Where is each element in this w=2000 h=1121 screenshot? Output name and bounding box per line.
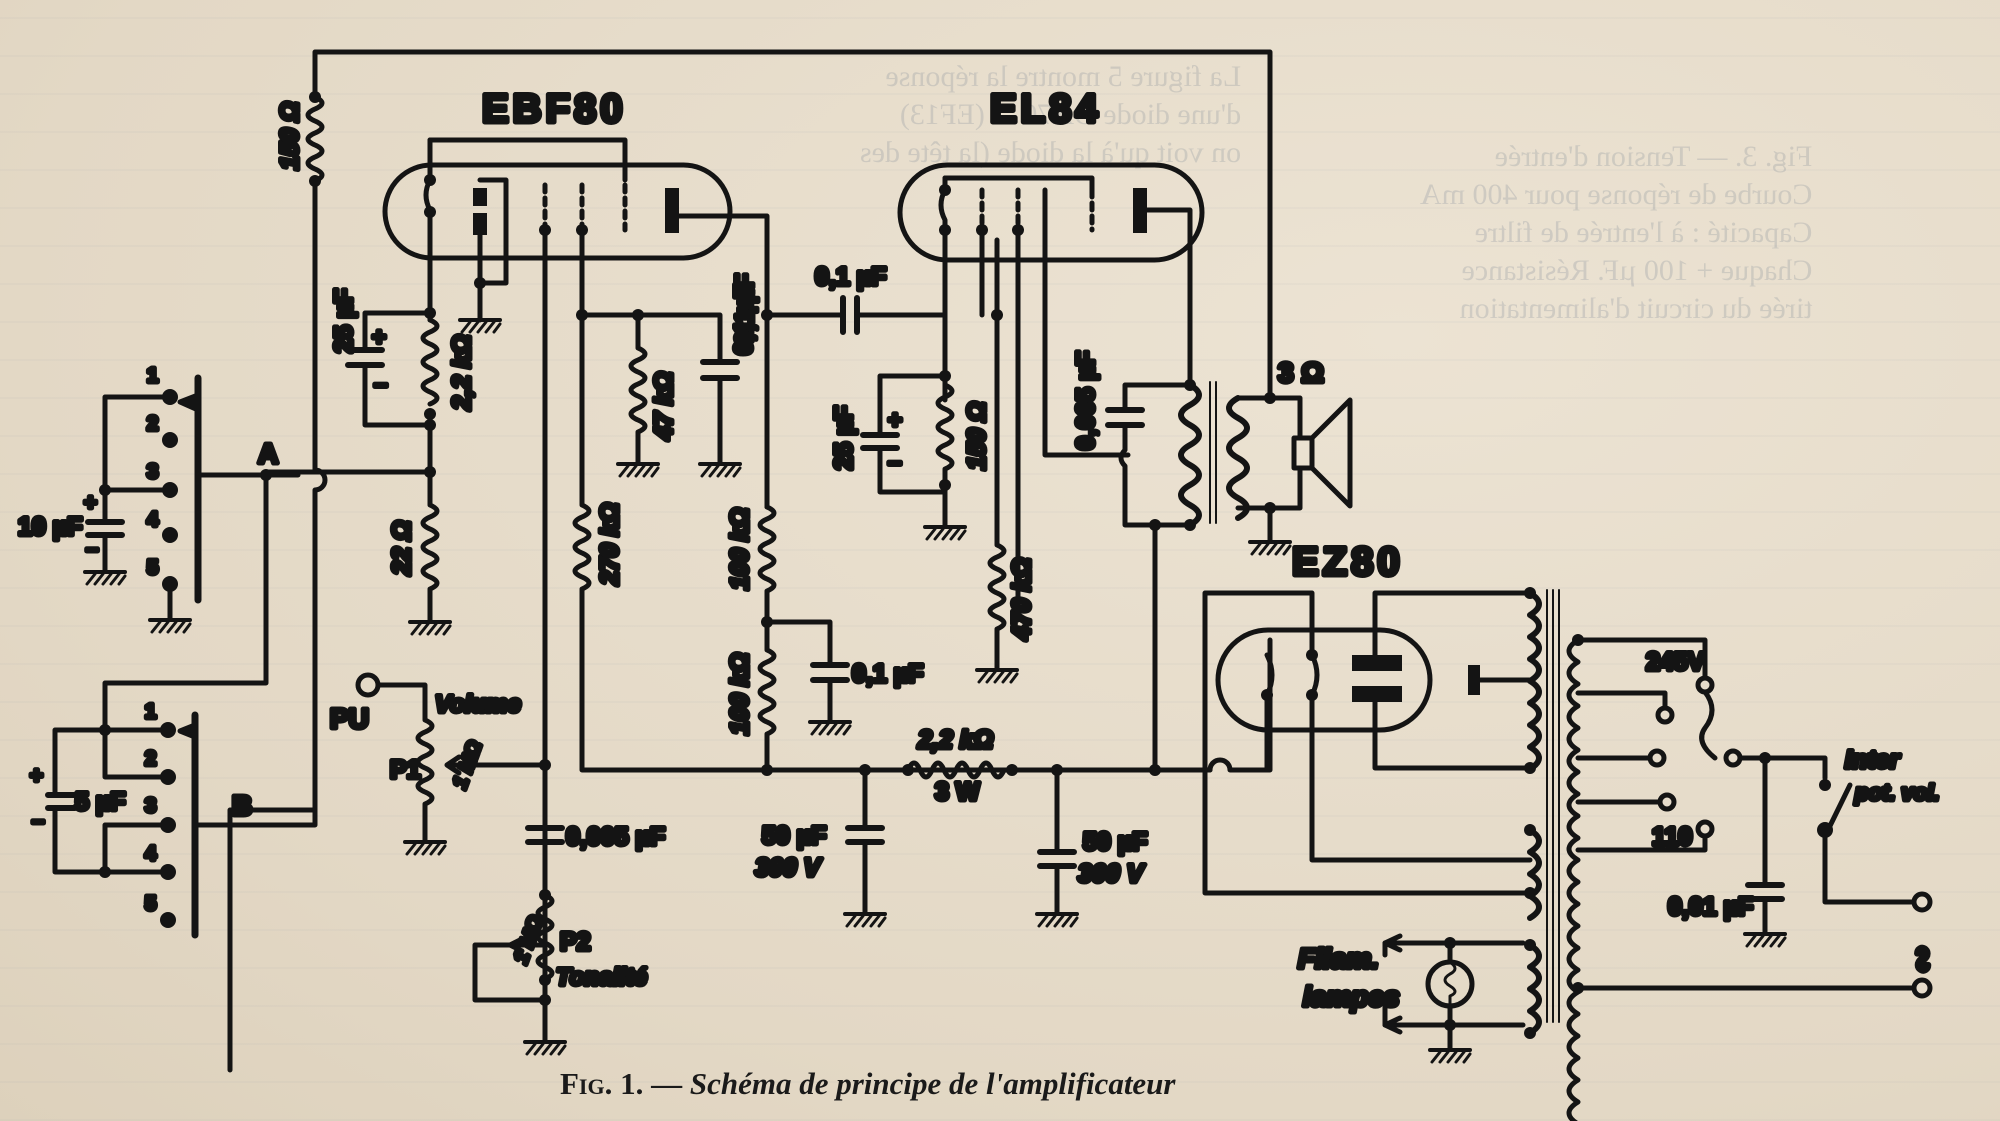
label-100k-lower: 100 kΩ	[726, 653, 754, 735]
cathode-network-ebf80	[263, 307, 450, 634]
label-470k: 470 kΩ	[1008, 558, 1036, 641]
label-300v-1: 300 V	[755, 854, 823, 882]
volume-control	[355, 672, 551, 854]
label-110: 110	[1652, 823, 1692, 851]
label-3w: 3 W	[935, 778, 980, 806]
tube-ez80	[1202, 590, 1533, 896]
switch-b-pos-4: 4	[145, 843, 157, 865]
ht-rail-top	[312, 49, 1273, 403]
label-switch-b: B	[232, 790, 252, 821]
loudspeaker-icon	[1291, 397, 1353, 509]
switch-b-pos-5: 5	[145, 893, 156, 915]
label-p1: P1	[390, 756, 421, 784]
label-10uf: 10 µF	[18, 513, 82, 541]
label-plus-el84: +	[888, 407, 902, 434]
label-25uf-ebf80: 25 µF	[330, 289, 358, 353]
switch-a-pos-1: 1	[147, 365, 158, 387]
tube-label-ebf80: EBF80	[482, 87, 627, 131]
grid-resistor-el84	[977, 237, 1017, 682]
label-0-01uf: 0,01 µF	[1668, 893, 1753, 921]
label-22-ohm: 22 Ω	[388, 521, 416, 576]
filament-winding	[1382, 933, 1526, 1062]
label-0-1uf-coupling: 0,1 µF	[815, 263, 886, 291]
label-0-1uf-decoupling: 0,1 µF	[852, 660, 923, 688]
label-tonalite: Tonalité	[556, 964, 647, 991]
label-0-1uf-plate: 0,1 µF	[731, 274, 759, 345]
label-150-ohm: 150 Ω	[276, 102, 304, 170]
screen-network-ebf80	[572, 309, 1213, 773]
label-0-005uf-output: 0,005 µF	[1072, 351, 1100, 450]
label-50uf-2: 50 µF	[1083, 828, 1147, 856]
mains-ac-icon: ∾	[1904, 945, 1942, 974]
tube-ebf80	[382, 137, 770, 1021]
label-pu: PU	[330, 703, 369, 734]
label-25uf-el84: 25 µF	[830, 406, 858, 470]
label-lampes: lampes	[1303, 981, 1400, 1012]
label-5uf: 5 µF	[75, 788, 126, 816]
label-minus-10uf: –	[86, 536, 98, 561]
label-2k2-filter: 2,2 kΩ	[917, 726, 993, 754]
switch-a-pos-5: 5	[147, 557, 158, 579]
power-transformer	[1524, 587, 1584, 1121]
figure-title: Schéma de principe de l'amplificateur	[689, 1066, 1176, 1101]
label-150-ohm-el84: 150 Ω	[963, 402, 991, 470]
label-2k2-ebf80: 2,2 kΩ	[448, 335, 476, 411]
label-volume: Volume	[435, 691, 521, 718]
label-minus-el84: –	[888, 449, 901, 476]
plate-circuit-ebf80	[757, 295, 948, 776]
output-transformer	[1042, 187, 1303, 773]
tube-el84	[897, 162, 1205, 623]
label-p2: P2	[560, 928, 591, 956]
switch-b-pos-3: 3	[145, 795, 156, 817]
label-300v-2: 300 V	[1078, 860, 1146, 888]
switch-b-positions: 1 2 3 4 5	[143, 699, 160, 918]
switch-b-pos-2: 2	[145, 748, 156, 770]
switch-a-pos-4: 4	[147, 509, 159, 531]
label-100k-upper: 100 kΩ	[726, 508, 754, 590]
cathode-network-el84	[860, 370, 965, 539]
label-245v: 245V	[1646, 648, 1705, 676]
figure-caption: Fig. 1. — Schéma de principe de l'amplif…	[560, 1066, 1176, 1102]
switch-a-pos-3: 3	[147, 461, 158, 483]
label-0-1uf-screen: 0,1 µF	[730, 284, 758, 355]
switch-a-positions: 1 2 3 4 5	[145, 363, 162, 582]
label-plus-10uf: +	[84, 490, 97, 515]
switch-b-pos-1: 1	[145, 701, 156, 723]
tube-label-el84: EL84	[990, 87, 1102, 131]
label-0-005uf-tone: 0,005 µF	[566, 823, 665, 851]
figure-number: Fig. 1. —	[560, 1066, 683, 1101]
label-3-ohm: 3 Ω	[1278, 357, 1324, 388]
label-plus: +	[372, 324, 386, 351]
ht-filter	[845, 637, 1273, 926]
label-inter: Inter	[1845, 746, 1900, 774]
switch-a	[85, 374, 301, 735]
label-switch-a: A	[258, 438, 278, 469]
label-minus-5uf: –	[32, 808, 44, 833]
switch-a-pos-2: 2	[147, 413, 158, 435]
label-filam: Filam.	[1298, 943, 1379, 974]
label-50uf-1: 50 µF	[762, 822, 826, 850]
label-minus: –	[374, 371, 387, 398]
label-270k: 270 kΩ	[596, 503, 624, 586]
resistor-150-ohm-top	[227, 91, 328, 1073]
label-plus-5uf: +	[30, 763, 43, 788]
label-47k: 47 kΩ	[650, 372, 678, 441]
label-pot-vol: pot. vol.	[1854, 780, 1939, 805]
switch-b	[45, 711, 318, 939]
tone-control	[472, 762, 565, 1054]
mains-taps	[1575, 637, 1933, 999]
tube-label-ez80: EZ80	[1292, 540, 1404, 584]
